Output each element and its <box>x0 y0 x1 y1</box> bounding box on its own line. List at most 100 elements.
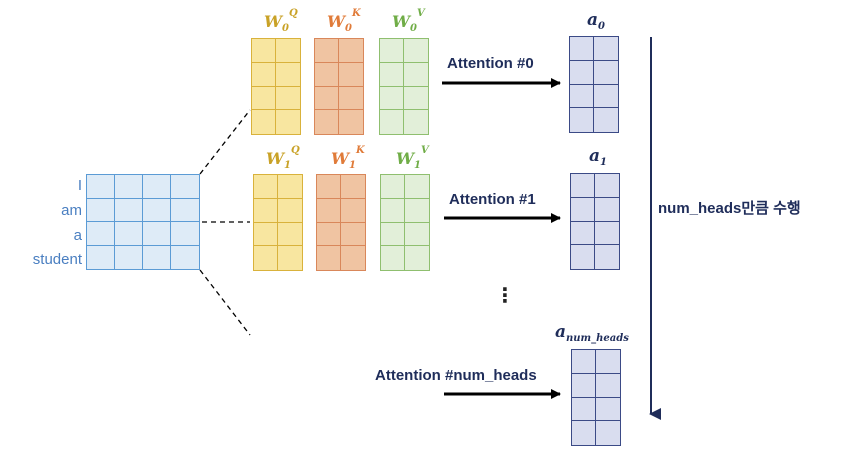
input-word-am: am <box>61 202 82 219</box>
matrix-cell <box>315 86 339 111</box>
matrix-cell <box>317 222 341 247</box>
matrix-cell <box>143 175 171 199</box>
matrix-cell <box>87 245 115 269</box>
matrix-cell <box>254 246 278 270</box>
matrix-cell <box>381 222 405 247</box>
matrix-cell <box>341 175 365 199</box>
matrix-cell <box>115 198 143 222</box>
matrix-cell <box>595 174 619 198</box>
matrix-cell <box>404 63 428 87</box>
matrix-cell <box>596 421 620 445</box>
matrix-cell <box>315 62 339 87</box>
matrix-cell <box>405 175 429 199</box>
attention-0-label: Attention #0 <box>447 55 534 72</box>
matrix-cell <box>341 199 365 223</box>
matrix-cell <box>171 222 199 246</box>
matrix-cell <box>339 39 363 63</box>
output-a1-label: a1 <box>589 146 607 168</box>
matrix-cell <box>143 222 171 246</box>
matrix-cell <box>276 87 300 111</box>
matrix-cell <box>571 245 595 269</box>
matrix-cell <box>571 174 595 198</box>
matrix-cell <box>595 245 619 269</box>
matrix-cell <box>596 350 620 374</box>
matrix-cell <box>572 373 596 398</box>
matrix-cell <box>252 62 276 87</box>
matrix-cell <box>115 245 143 269</box>
matrix-cell <box>380 62 404 87</box>
matrix-cell <box>594 61 618 85</box>
repeat-label: num_heads만큼 수행 <box>658 200 801 217</box>
matrix-cell <box>276 39 300 63</box>
matrix-cell <box>115 222 143 246</box>
matrix-cell <box>570 37 594 61</box>
matrix-cell <box>143 198 171 222</box>
output-a0-label: a0 <box>587 10 605 32</box>
output-a0-matrix <box>569 36 619 133</box>
matrix-cell <box>341 246 365 270</box>
matrix-cell <box>339 110 363 134</box>
matrix-cell <box>405 223 429 247</box>
matrix-cell <box>143 245 171 269</box>
matrix-cell <box>381 198 405 223</box>
matrix-cell <box>339 87 363 111</box>
matrix-cell <box>570 60 594 85</box>
input-word-a: a <box>73 227 82 244</box>
wk1-matrix <box>316 174 366 271</box>
matrix-cell <box>254 175 278 199</box>
matrix-cell <box>317 175 341 199</box>
matrix-cell <box>381 246 405 270</box>
matrix-cell <box>404 39 428 63</box>
matrix-cell <box>276 63 300 87</box>
matrix-cell <box>405 199 429 223</box>
matrix-cell <box>278 175 302 199</box>
matrix-cell <box>381 175 405 199</box>
matrix-cell <box>87 222 115 246</box>
matrix-cell <box>572 397 596 422</box>
wq0-matrix <box>251 38 301 135</box>
matrix-cell <box>572 350 596 374</box>
matrix-cell <box>594 108 618 132</box>
matrix-cell <box>570 108 594 132</box>
matrix-cell <box>315 39 339 63</box>
matrix-cell <box>596 398 620 422</box>
matrix-cell <box>339 63 363 87</box>
matrix-cell <box>252 39 276 63</box>
matrix-cell <box>571 197 595 222</box>
matrix-cell <box>595 198 619 222</box>
vertical-ellipsis: ⋮ <box>495 283 515 307</box>
matrix-cell <box>571 221 595 246</box>
matrix-cell <box>87 198 115 222</box>
matrix-cell <box>252 86 276 111</box>
input-matrix <box>86 174 200 270</box>
output-anumheads-matrix <box>571 349 621 446</box>
matrix-cell <box>276 110 300 134</box>
matrix-cell <box>171 199 199 222</box>
matrix-cell <box>254 198 278 223</box>
matrix-cell <box>380 39 404 63</box>
matrix-cell <box>404 110 428 134</box>
matrix-cell <box>380 110 404 134</box>
matrix-cell <box>115 175 143 199</box>
matrix-cell <box>595 222 619 246</box>
matrix-cell <box>594 85 618 109</box>
wv1-matrix <box>380 174 430 271</box>
wk0-matrix <box>314 38 364 135</box>
matrix-cell <box>594 37 618 61</box>
matrix-cell <box>341 223 365 247</box>
matrix-cell <box>317 198 341 223</box>
matrix-cell <box>278 246 302 270</box>
wq1-matrix <box>253 174 303 271</box>
matrix-cell <box>278 199 302 223</box>
matrix-cell <box>171 246 199 270</box>
matrix-cell <box>380 86 404 111</box>
output-anumheads-label: anum_heads <box>555 322 629 344</box>
attention-1-label: Attention #1 <box>449 191 536 208</box>
matrix-cell <box>278 223 302 247</box>
